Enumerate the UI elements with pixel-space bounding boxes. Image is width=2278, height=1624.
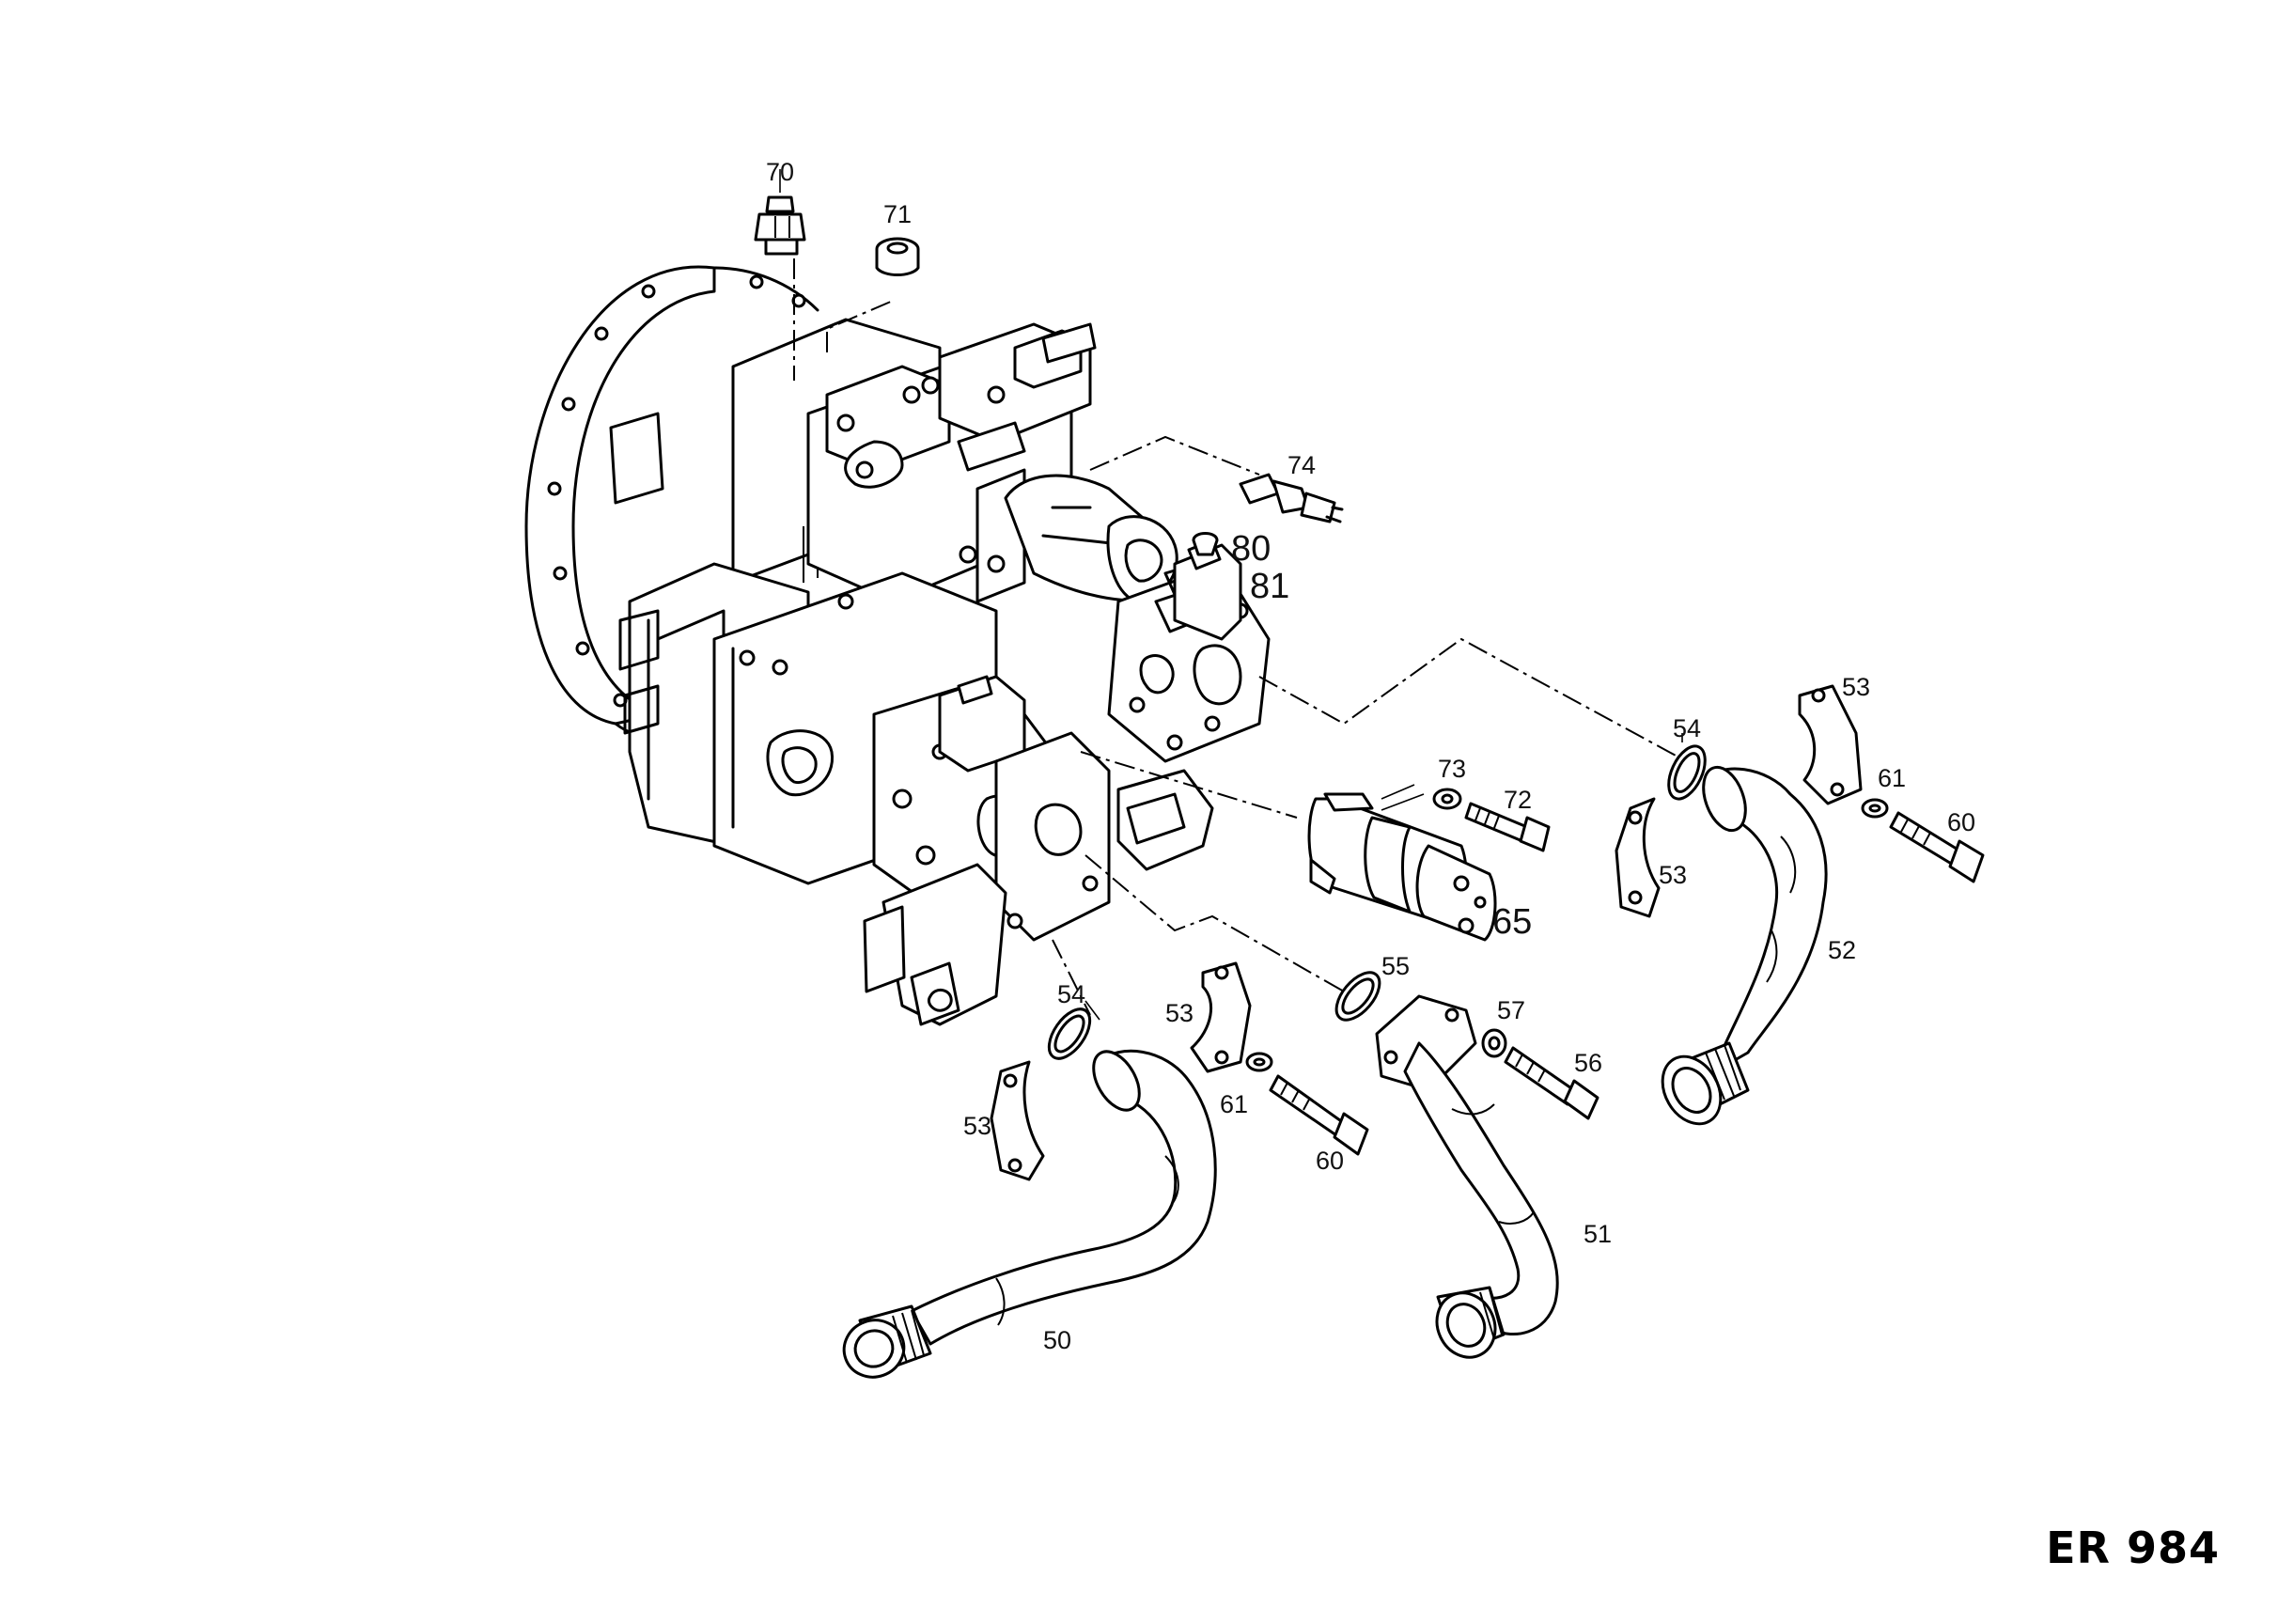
- callout-74: 74: [1287, 451, 1317, 479]
- flywheel-housing: [524, 265, 819, 740]
- part-54-o-ring-left: [1047, 1007, 1092, 1060]
- part-53-clamp-left-upper: [1190, 961, 1252, 1073]
- part-61-washer-right: [1861, 798, 1889, 819]
- callout-56: 56: [1574, 1049, 1603, 1077]
- part-65-gear-motor: [1307, 792, 1497, 942]
- document-code: ER 984: [2046, 1522, 2220, 1573]
- callout-65: 65: [1492, 902, 1533, 942]
- callout-53-right-lower: 53: [1659, 861, 1688, 889]
- callout-72: 72: [1504, 786, 1533, 814]
- callout-60-right: 60: [1947, 808, 1976, 836]
- part-55-o-ring: [1334, 971, 1381, 1022]
- callout-71: 71: [883, 200, 913, 228]
- part-74-sensor: [1239, 473, 1344, 523]
- callout-53-left-upper: 53: [1165, 999, 1194, 1027]
- part-73-washer: [1381, 788, 1462, 811]
- callout-54-left: 54: [1057, 980, 1086, 1008]
- part-51-pressure-hose: [1375, 994, 1559, 1359]
- callout-54-right: 54: [1673, 714, 1702, 742]
- callout-57: 57: [1497, 996, 1526, 1024]
- callout-51: 51: [1584, 1220, 1613, 1248]
- callout-70: 70: [766, 158, 795, 186]
- callout-80: 80: [1231, 529, 1272, 569]
- callout-61-right: 61: [1878, 764, 1907, 792]
- lower-hydraulic-pump: [712, 571, 1214, 1026]
- part-70-fitting: [754, 169, 806, 256]
- part-52-pressure-hose: [1661, 765, 1828, 1126]
- callout-50: 50: [1043, 1326, 1072, 1354]
- callout-60-left: 60: [1316, 1147, 1345, 1175]
- part-60-bolt-left: [1269, 1074, 1369, 1156]
- part-72-bolt: [1464, 802, 1551, 852]
- part-60-bolt-right: [1889, 811, 1985, 883]
- callout-52: 52: [1828, 936, 1857, 964]
- callout-53-right-upper: 53: [1842, 673, 1871, 701]
- callout-61-left: 61: [1220, 1090, 1249, 1118]
- part-61-washer-left: [1245, 1052, 1273, 1072]
- part-53-clamp-right-upper: [1798, 684, 1863, 805]
- part-71-plug: [875, 237, 920, 276]
- part-54-o-ring-right: [1667, 744, 1707, 801]
- part-57-washer: [1481, 1028, 1507, 1058]
- callout-55: 55: [1381, 952, 1411, 980]
- upper-hydraulic-pump: [806, 322, 1271, 763]
- part-53-clamp-left-lower: [990, 1060, 1045, 1181]
- callout-53-left-lower: 53: [963, 1112, 992, 1140]
- part-53-clamp-right-lower: [1615, 797, 1661, 918]
- part-56-bolt: [1504, 1046, 1599, 1120]
- callout-81: 81: [1250, 567, 1290, 606]
- assembly-centerlines: [793, 258, 1678, 1016]
- leader-lines: [1084, 733, 1683, 1021]
- callout-73: 73: [1438, 755, 1467, 783]
- part-50-pressure-hose: [842, 1049, 1217, 1379]
